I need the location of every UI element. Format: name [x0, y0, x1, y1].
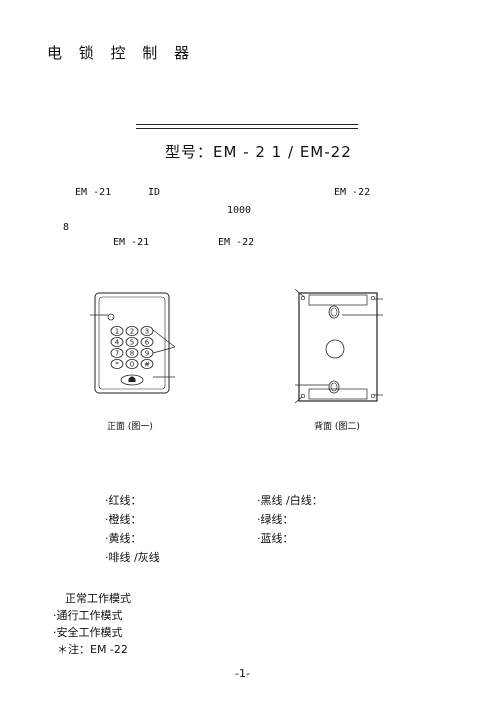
intro-line4-a: EM -21	[113, 237, 150, 248]
keypad-key-2: 2	[125, 326, 139, 337]
page-number: -1-	[235, 667, 250, 680]
back-callouts	[294, 288, 383, 404]
mode-list: 正常工作模式 ·通行工作模式 ·安全工作模式 ＊注：EM -22	[53, 590, 131, 658]
wire-brown-gray: ·啡线 /灰线	[105, 551, 160, 564]
wire-orange: ·橙线：	[105, 513, 142, 526]
model-heading: 型号：EM - 2 1 / EM-22	[165, 143, 352, 161]
keypad: 1 2 3 4 5 6 7 8 9 * 0 #	[110, 326, 154, 370]
mount-hole-top-icon	[328, 305, 340, 319]
keypad-key-star: *	[110, 359, 124, 370]
keypad-key-7: 7	[110, 348, 124, 359]
intro-line2: 1000	[227, 205, 252, 216]
keypad-key-1: 1	[110, 326, 124, 337]
mode-note: ＊注：EM -22	[57, 643, 128, 656]
intro-line1-c: EM -22	[334, 187, 371, 198]
svg-text:0: 0	[130, 361, 134, 369]
wire-list-right: ·黑线 /白线： ·绿线： ·蓝线：	[257, 491, 323, 548]
intro-line1-a: EM -21	[75, 187, 112, 198]
back-caption: 背面 (图二)	[314, 422, 360, 432]
front-caption: 正面 (图一)	[107, 422, 153, 432]
front-panel	[94, 292, 170, 394]
svg-text:7: 7	[115, 350, 119, 358]
top-rule-1	[136, 124, 358, 125]
front-callouts	[90, 314, 176, 378]
keypad-key-9: 9	[140, 348, 154, 359]
svg-text:4: 4	[115, 339, 120, 347]
mode-secure: ·安全工作模式	[53, 626, 123, 639]
keypad-key-3: 3	[140, 326, 154, 337]
mode-pass: ·通行工作模式	[53, 609, 123, 622]
mode-normal: 正常工作模式	[65, 592, 131, 605]
lock-button-icon	[120, 374, 144, 386]
keypad-key-6: 6	[140, 337, 154, 348]
svg-text:8: 8	[130, 350, 134, 358]
svg-text:*: *	[115, 361, 119, 369]
intro-line4-b: EM -22	[218, 237, 255, 248]
page-title: 电 锁 控 制 器	[47, 44, 196, 62]
keypad-key-hash: #	[140, 359, 154, 370]
svg-text:1: 1	[115, 328, 119, 336]
wire-green: ·绿线：	[257, 513, 294, 526]
wire-blue: ·蓝线：	[257, 532, 294, 545]
keypad-key-8: 8	[125, 348, 139, 359]
mount-hole-bottom-icon	[328, 380, 340, 394]
led-indicator-icon	[107, 313, 115, 321]
intro-line3: 8	[63, 222, 70, 233]
wire-list-left: ·红线： ·橙线： ·黄线： ·啡线 /灰线	[105, 491, 160, 567]
intro-line1-b: ID	[148, 187, 161, 198]
keypad-key-0: 0	[125, 359, 139, 370]
top-rule-2	[136, 128, 358, 129]
wire-red: ·红线：	[105, 494, 142, 507]
device-diagram: 1 2 3 4 5 6 7 8 9 * 0 #	[90, 288, 383, 404]
svg-text:9: 9	[145, 350, 149, 358]
keypad-key-5: 5	[125, 337, 139, 348]
svg-text:5: 5	[130, 339, 134, 347]
svg-text:#: #	[144, 361, 150, 369]
wire-black-white: ·黑线 /白线：	[257, 494, 323, 507]
wire-yellow: ·黄线：	[105, 532, 142, 545]
svg-text:3: 3	[145, 328, 149, 336]
svg-text:6: 6	[145, 339, 150, 347]
cable-hole-icon	[325, 339, 345, 359]
back-panel	[298, 292, 378, 402]
keypad-key-4: 4	[110, 337, 124, 348]
svg-text:2: 2	[130, 328, 134, 336]
